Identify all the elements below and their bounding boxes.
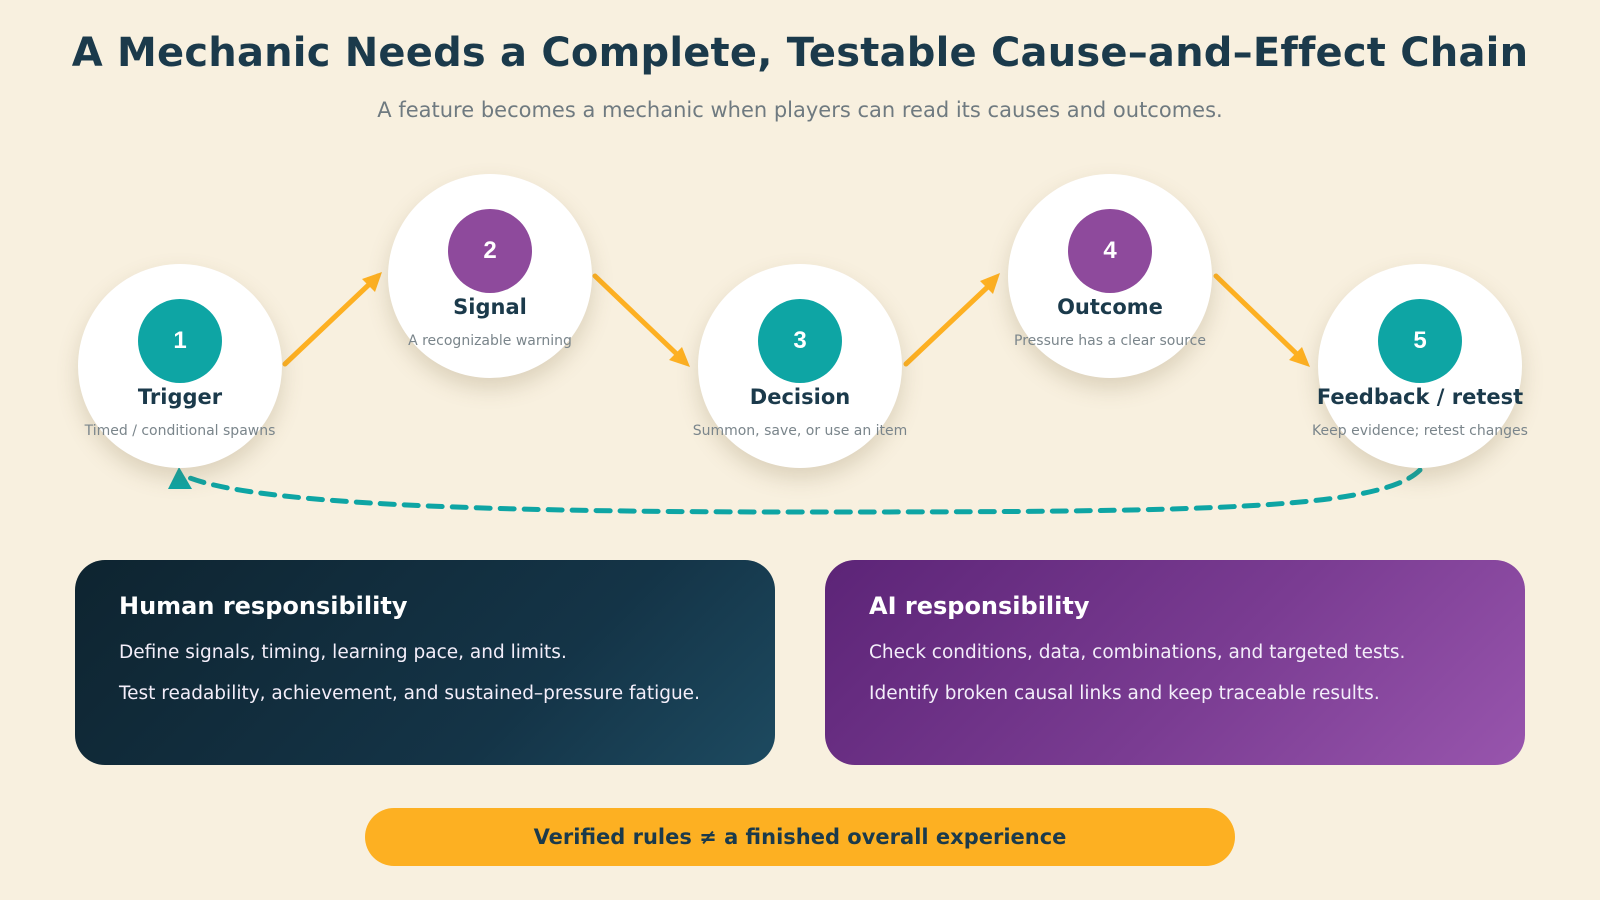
- card-title: AI responsibility: [869, 592, 1090, 620]
- card-line: Test readability, achievement, and susta…: [119, 683, 700, 704]
- step-signal: 2 Signal A recognizable warning: [388, 174, 592, 378]
- step-description: Pressure has a clear source: [1014, 333, 1206, 349]
- step-trigger: 1 Trigger Timed / conditional spawns: [78, 264, 282, 468]
- arrow-3-to-4: [903, 277, 998, 367]
- step-label: Decision: [749, 385, 851, 409]
- feedback-loop-arrow: [182, 467, 1423, 515]
- arrow-head-1-to-2: [362, 272, 382, 292]
- step-decision: 3 Decision Summon, save, or use an item: [693, 264, 907, 468]
- card-line: Define signals, timing, learning pace, a…: [119, 642, 567, 663]
- step-label: Outcome: [1057, 295, 1163, 319]
- arrow-1-to-2: [282, 273, 381, 367]
- arrow-head-3-to-4: [980, 273, 1000, 294]
- human-responsibility-card: Human responsibility Define signals, tim…: [75, 560, 775, 765]
- step-number-badge: 4: [1068, 209, 1152, 293]
- feedback-loop-arrow-head: [168, 467, 192, 489]
- page-title: A Mechanic Needs a Complete, Testable Ca…: [71, 30, 1529, 76]
- step-label: Feedback / retest: [1316, 385, 1524, 409]
- card-line: Identify broken causal links and keep tr…: [869, 683, 1380, 704]
- card-line: Check conditions, data, combinations, an…: [869, 642, 1406, 663]
- step-label: Signal: [453, 295, 527, 319]
- page-subtitle: A feature becomes a mechanic when player…: [377, 98, 1223, 122]
- step-number-badge: 5: [1378, 299, 1462, 383]
- step-number-badge: 3: [758, 299, 842, 383]
- step-description: Keep evidence; retest changes: [1312, 423, 1528, 439]
- arrow-head-4-to-5: [1289, 347, 1310, 367]
- ai-responsibility-card: AI responsibility Check conditions, data…: [825, 560, 1525, 765]
- takeaway-banner: Verified rules ≠ a finished overall expe…: [365, 808, 1235, 866]
- step-description: A recognizable warning: [408, 333, 572, 349]
- step-number-badge: 1: [138, 299, 222, 383]
- step-description: Timed / conditional spawns: [84, 423, 276, 439]
- step-description: Summon, save, or use an item: [692, 423, 908, 439]
- step-number-badge: 2: [448, 209, 532, 293]
- arrow-4-to-5: [1213, 273, 1306, 363]
- card-title: Human responsibility: [119, 592, 408, 620]
- step-label: Trigger: [137, 385, 223, 409]
- step-feedback-retest: 5 Feedback / retest Keep evidence; retes…: [1312, 264, 1528, 468]
- arrow-head-2-to-3: [669, 347, 690, 367]
- arrow-2-to-3: [592, 273, 686, 363]
- step-outcome: 4 Outcome Pressure has a clear source: [1008, 174, 1212, 378]
